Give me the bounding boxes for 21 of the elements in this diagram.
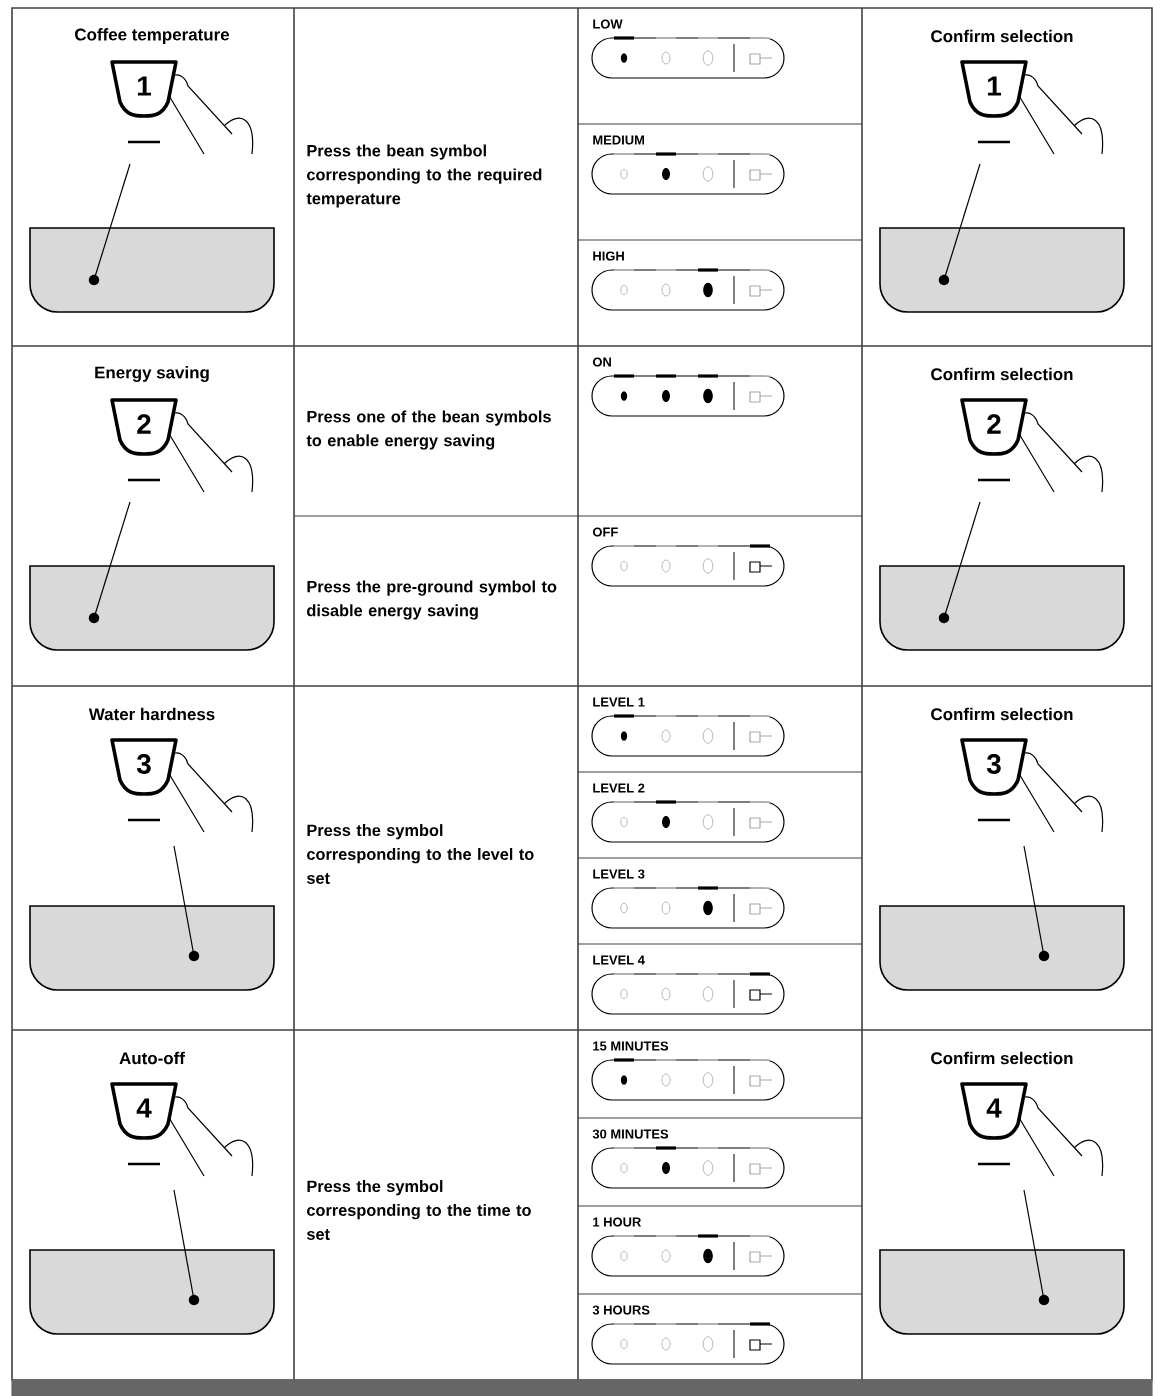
cell-heading: Auto-off xyxy=(119,1051,185,1065)
instruction-text: Press the bean symbol corresponding to the required temperature xyxy=(306,144,542,208)
instruction-text: Press one of the bean symbols to enable energy saving xyxy=(306,410,551,450)
button-number: 3 xyxy=(986,754,1001,774)
button-number: 4 xyxy=(136,1098,152,1118)
instruction-text: Press the symbol corresponding to the time to set xyxy=(306,1180,531,1240)
button-number: 3 xyxy=(136,754,151,774)
cell-heading: Coffee temperature xyxy=(75,28,230,44)
cell-heading: Energy saving xyxy=(95,366,209,382)
button-number: 1 xyxy=(138,76,151,96)
cell-heading: Confirm selection xyxy=(931,1051,1073,1065)
instruction-text: Press the symbol corresponding to the level to set xyxy=(306,824,534,884)
button-number: 1 xyxy=(988,76,1001,96)
cell-heading: Water hardness xyxy=(88,707,215,721)
cell-heading: Confirm selection xyxy=(931,707,1073,721)
instruction-text: Press the pre-ground symbol to disable energy saving xyxy=(307,580,557,620)
button-number: 2 xyxy=(137,414,151,434)
cell-heading: Confirm selection xyxy=(931,29,1073,43)
button-number: 4 xyxy=(986,1098,1002,1118)
button-number: 2 xyxy=(987,414,1001,434)
cell-heading: Confirm selection xyxy=(931,367,1073,381)
